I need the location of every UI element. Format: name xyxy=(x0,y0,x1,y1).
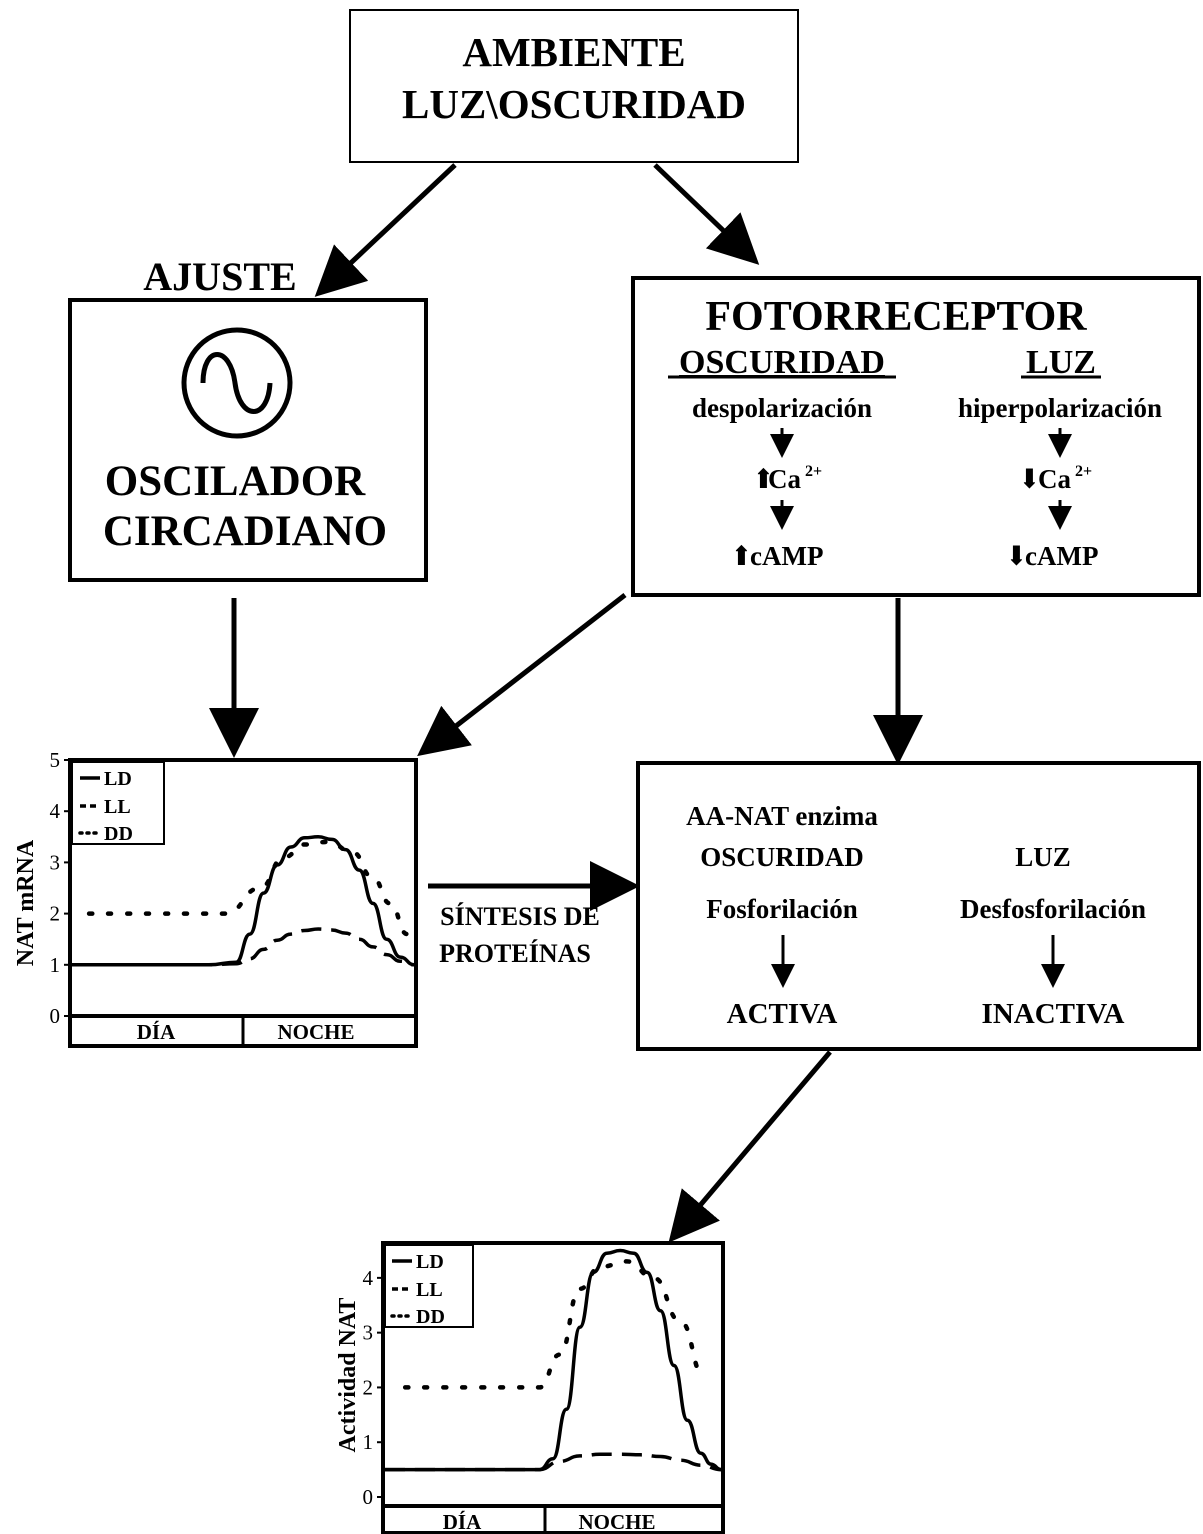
y-tick-label: 2 xyxy=(363,1375,374,1399)
arrow-environment-to-adjust xyxy=(314,163,457,297)
photoreceptor-box: FOTORRECEPTOR OSCURIDAD LUZ despolarizac… xyxy=(631,276,1201,597)
dark-camp: cAMP xyxy=(750,541,823,571)
dark-calcium: Ca xyxy=(768,464,801,494)
enzyme-light-state: INACTIVA xyxy=(982,998,1125,1030)
y-tick-label: 2 xyxy=(50,902,61,926)
adjust-label: AJUSTE xyxy=(143,254,296,299)
mrna-legend-ll: LL xyxy=(104,796,131,818)
dark-calcium-charge: 2+ xyxy=(805,463,822,480)
enzyme-dark-state: ACTIVA xyxy=(727,998,838,1030)
mrna-y-ticks: 0 1 2 3 4 5 xyxy=(50,748,70,1028)
y-tick-label: 1 xyxy=(50,953,61,977)
arrow-enzyme-to-activity xyxy=(668,1050,832,1243)
y-tick-label: 3 xyxy=(363,1321,374,1345)
activity-ylabel: Actividad NAT xyxy=(335,1298,361,1453)
mrna-band-day: DÍA xyxy=(137,1020,176,1044)
series-ll-line xyxy=(71,927,415,967)
y-tick-label: 3 xyxy=(50,850,61,874)
enzyme-light-heading: LUZ xyxy=(1015,842,1071,872)
activity-band-night: NOCHE xyxy=(578,1510,655,1534)
series-ld-line xyxy=(71,835,415,967)
mrna-ylabel: NAT mRNA xyxy=(13,839,39,966)
oscillator-box: OSCILADOR CIRCADIANO xyxy=(68,298,428,582)
light-camp: cAMP xyxy=(1025,541,1098,571)
activity-y-ticks: 0 1 2 3 4 xyxy=(363,1266,383,1509)
photoreceptor-frame xyxy=(631,276,1201,597)
photoreceptor-dark-heading: OSCURIDAD xyxy=(679,344,885,381)
environment-title: AMBIENTE xyxy=(462,29,685,75)
mrna-legend: LD LL DD xyxy=(71,761,165,845)
environment-subtitle: LUZ\OSCURIDAD xyxy=(402,81,746,127)
y-tick-label: 4 xyxy=(50,799,61,823)
arrow-photoreceptor-to-mrna xyxy=(417,593,627,757)
y-tick-label: 1 xyxy=(363,1430,374,1454)
oscillator-icon xyxy=(181,327,293,439)
down-icon: ⬇ xyxy=(1018,464,1041,494)
hyperpolarization-label: hiperpolarización xyxy=(958,393,1162,423)
series-ll-line xyxy=(385,1452,722,1472)
up-icon: ⬆ xyxy=(752,464,775,494)
series-dd-line xyxy=(402,1259,707,1390)
enzyme-light-process: Desfosforilación xyxy=(960,894,1146,924)
enzyme-box: AA-NAT enzima OSCURIDAD LUZ Fosforilació… xyxy=(636,761,1201,1051)
synthesis-line1: SÍNTESIS DE xyxy=(440,902,600,931)
environment-frame xyxy=(349,9,799,163)
oscillator-frame xyxy=(68,298,428,582)
oscillator-line2: CIRCADIANO xyxy=(103,508,387,555)
synthesis-line2: PROTEÍNAS xyxy=(439,939,591,968)
photoreceptor-light-heading: LUZ xyxy=(1026,344,1096,381)
series-dd-line xyxy=(86,839,410,937)
activity-legend-dd: DD xyxy=(416,1306,445,1328)
mrna-legend-ld: LD xyxy=(104,768,132,790)
y-tick-label: 5 xyxy=(50,748,61,772)
activity-legend-ld: LD xyxy=(416,1251,444,1273)
depolarization-label: despolarización xyxy=(692,393,872,423)
down-icon: ⬇ xyxy=(1005,541,1028,571)
light-calcium: Ca xyxy=(1038,464,1071,494)
enzyme-dark-process: Fosforilación xyxy=(706,894,857,924)
y-tick-label: 4 xyxy=(363,1266,374,1290)
enzyme-dark-heading: OSCURIDAD xyxy=(700,842,864,872)
y-tick-label: 0 xyxy=(363,1485,374,1509)
mrna-chart: NAT mRNA 0 1 2 3 4 5 LD LL DD DÍA NOCHE xyxy=(13,748,418,1048)
activity-legend: LD LL DD xyxy=(384,1244,474,1328)
activity-chart: Actividad NAT 0 1 2 3 4 LD LL DD DÍA NOCHE xyxy=(335,1241,725,1534)
mrna-curves xyxy=(71,835,415,967)
arrow-environment-to-photoreceptor xyxy=(653,163,760,265)
environment-box: AMBIENTE LUZ\OSCURIDAD xyxy=(349,9,799,163)
photoreceptor-title: FOTORRECEPTOR xyxy=(705,294,1087,340)
oscillator-line1: OSCILADOR xyxy=(105,458,366,505)
y-tick-label: 0 xyxy=(50,1004,61,1028)
up-icon: ⬆ xyxy=(730,541,753,571)
mrna-legend-dd: DD xyxy=(104,823,133,845)
activity-curves xyxy=(385,1248,722,1472)
activity-band-day: DÍA xyxy=(443,1510,482,1534)
mrna-band-night: NOCHE xyxy=(277,1020,354,1044)
light-calcium-charge: 2+ xyxy=(1075,463,1092,480)
enzyme-title: AA-NAT enzima xyxy=(686,801,878,831)
activity-legend-ll: LL xyxy=(416,1279,443,1301)
enzyme-frame xyxy=(636,761,1201,1051)
